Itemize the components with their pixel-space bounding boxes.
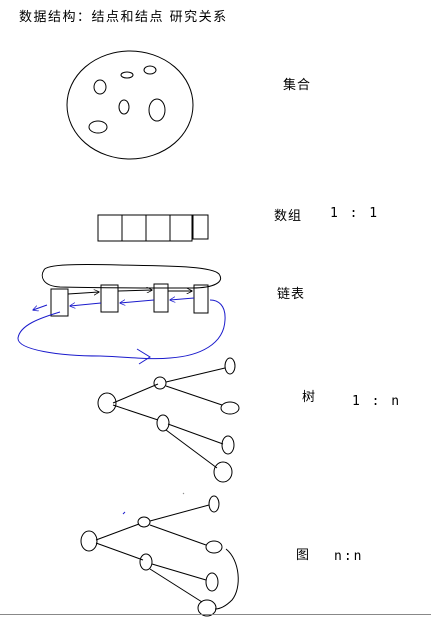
- list-circular-return: [17, 299, 226, 360]
- list-node: [153, 283, 169, 313]
- tree-edge: [165, 367, 226, 383]
- graph-ratio-label: n:n: [334, 549, 364, 564]
- list-prev-arrow: [170, 298, 195, 300]
- array-diagram: [97, 214, 209, 242]
- list-next-arrow: [117, 290, 152, 291]
- bottom-divider: [0, 614, 431, 615]
- graph-edge: [149, 568, 203, 603]
- array-cell: [192, 214, 209, 240]
- graph-edge: [151, 563, 207, 581]
- set-boundary: [66, 50, 194, 160]
- graph-node: [205, 572, 219, 592]
- tree-ratio-label: 1 : n: [352, 394, 402, 409]
- array-ratio-label: 1 : 1: [330, 206, 380, 221]
- tree-leaf-node: [224, 357, 236, 375]
- graph-annotation-mark: [182, 492, 185, 495]
- list-node: [193, 284, 209, 314]
- set-element: [93, 79, 107, 95]
- array-cell: [169, 214, 193, 242]
- array-cell: [121, 214, 147, 242]
- list-node: [100, 284, 119, 313]
- graph-edge: [214, 548, 239, 610]
- linked-list-label: 链表: [277, 287, 306, 302]
- graph-label: 图: [296, 548, 311, 563]
- tree-edge: [167, 423, 224, 445]
- graph-annotation-mark: [122, 511, 126, 515]
- tree-leaf-node: [221, 435, 235, 455]
- graph-node: [80, 530, 98, 552]
- list-prev-arrow: [70, 303, 102, 306]
- set-element: [148, 98, 166, 122]
- graph-node: [137, 516, 151, 528]
- set-element: [120, 71, 134, 79]
- graph-node: [208, 495, 220, 513]
- tree-edge: [165, 385, 223, 406]
- list-circular-return-arrowhead: [136, 348, 151, 365]
- list-node: [50, 288, 69, 317]
- tree-leaf-node: [220, 401, 240, 415]
- set-diagram: [66, 50, 194, 160]
- tree-diagram: [97, 357, 240, 483]
- diagram-title: 数据结构：结点和结点 研究关系: [19, 10, 228, 25]
- tree-label: 树: [302, 390, 317, 405]
- list-circular-outline: [41, 264, 221, 289]
- graph-node: [197, 599, 217, 617]
- tree-node: [153, 376, 167, 390]
- set-element: [88, 120, 108, 134]
- set-element: [118, 99, 130, 115]
- array-label: 数组: [274, 209, 303, 224]
- tree-root-node: [97, 392, 117, 414]
- set-label: 集合: [283, 78, 312, 93]
- array-cell: [145, 214, 171, 242]
- graph-edge: [149, 504, 210, 522]
- graph-diagram: [80, 492, 239, 617]
- set-element: [143, 65, 157, 75]
- graph-edge: [149, 524, 207, 546]
- tree-edge: [112, 383, 159, 404]
- tree-edge: [165, 429, 218, 469]
- graph-node: [139, 553, 153, 571]
- graph-edge: [95, 542, 144, 561]
- list-next-arrow: [67, 292, 99, 294]
- tree-edge: [112, 404, 159, 421]
- list-prev-arrow: [120, 299, 155, 303]
- graph-node: [205, 540, 223, 554]
- tree-leaf-node: [213, 461, 233, 483]
- tree-node: [156, 414, 170, 432]
- list-prev-arrow: [33, 304, 48, 310]
- array-cell: [97, 214, 123, 242]
- graph-edge: [95, 523, 140, 541]
- linked-list-diagram: [17, 264, 226, 365]
